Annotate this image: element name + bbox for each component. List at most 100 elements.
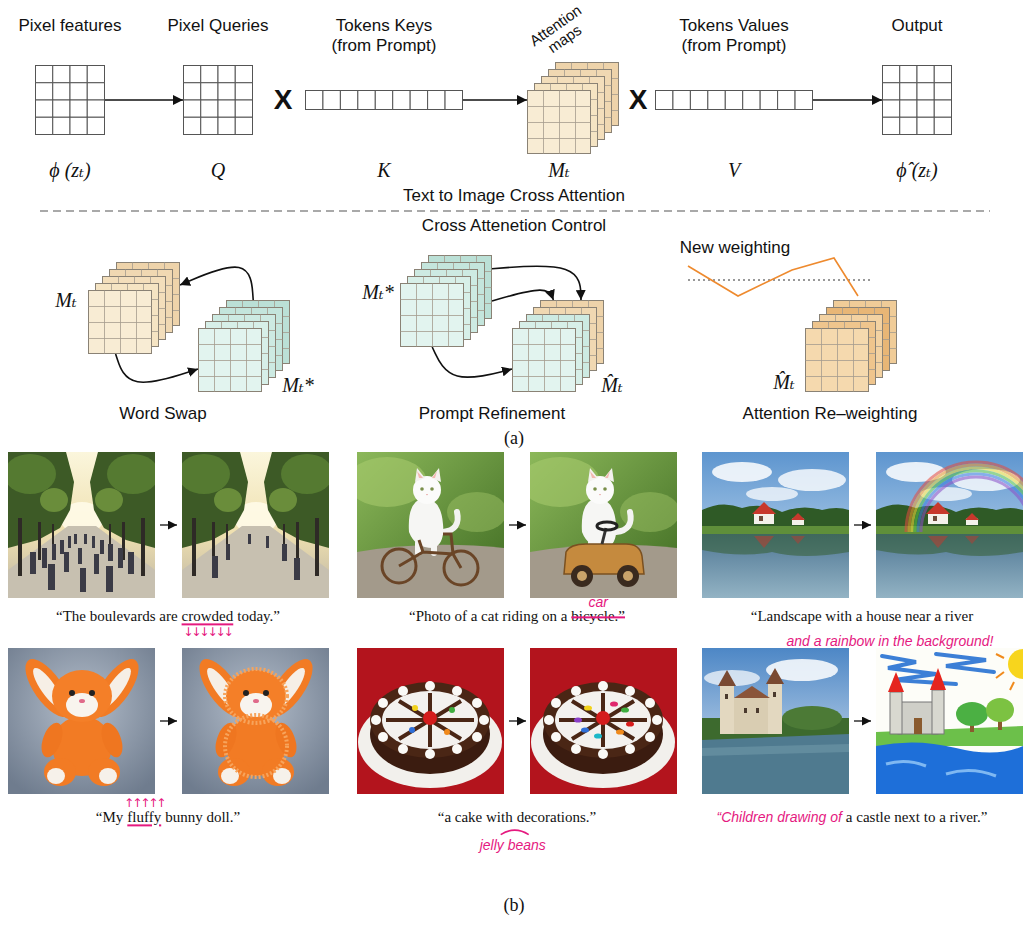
grid-cell (900, 117, 917, 134)
grid-cell (883, 117, 900, 134)
flow-arrow (432, 347, 512, 377)
grid-cell (934, 117, 951, 134)
curve-label: New weighting (680, 238, 791, 258)
token-cell (393, 91, 410, 110)
method-caption: Prompt Refinement (419, 404, 565, 424)
text-holder: Output (891, 16, 942, 36)
token-cell (795, 91, 812, 110)
attention-stack: Attention mapsMₜ (527, 62, 619, 154)
node-heading: Pixel Queries (167, 16, 268, 36)
text-holder: Attention maps (518, 0, 602, 68)
token-cell (673, 91, 690, 110)
edit-annotation: jelly beans (480, 837, 546, 853)
caption-line: “The boulevards arecrowdedtoday.” (56, 608, 280, 625)
label-holder: (b) (504, 895, 525, 916)
node-heading: Tokens Values (from Prompt) (669, 16, 799, 55)
stack-figure (400, 255, 492, 347)
child-drawing (876, 648, 1023, 794)
token-cell (445, 91, 462, 110)
stack-figure (805, 300, 897, 392)
cake-photo (357, 648, 504, 794)
node-heading: Attention maps (518, 0, 602, 68)
attention-map (513, 329, 576, 392)
grid-cell (934, 100, 951, 117)
token-cell (375, 91, 392, 110)
stack-figure (527, 62, 619, 154)
attention-stack: Mₜ (88, 262, 180, 354)
grid-cell (218, 100, 235, 117)
feature-grid: Pixel featuresϕ (zₜ) (35, 65, 105, 135)
text-holder: Mₜ* (362, 281, 394, 303)
stack-figure (88, 262, 180, 354)
math-symbol: Mₜ* (362, 281, 394, 303)
text-holder: V (728, 159, 740, 181)
prompt-text: “Landscape with a house near a river (751, 608, 973, 625)
flow-arrow (463, 99, 527, 101)
grid-cell (53, 66, 70, 83)
attention-stack: M̂ₜ (805, 300, 897, 392)
math-symbol: ϕ̂ (zₜ) (896, 159, 937, 181)
bar-figure (655, 90, 813, 110)
grid-cell (87, 100, 104, 117)
bar-figure (305, 90, 463, 110)
operator-symbol: X (629, 86, 648, 114)
edit-annotation: and a rainbow in the background! (786, 633, 993, 649)
text-holder: Tokens Keys (from Prompt) (319, 16, 449, 55)
prompt-text: “My (96, 809, 124, 826)
text-holder: Tokens Values (from Prompt) (669, 16, 799, 55)
cat-bicycle-photo (357, 452, 504, 598)
token-cell (690, 91, 707, 110)
prompt-word: bicycle.” (571, 608, 625, 625)
token-cell (410, 91, 427, 110)
math-symbol: Q (211, 159, 225, 181)
prompt-word: crowded (182, 608, 234, 625)
prompt-text: a castle next to a river.” (846, 809, 988, 826)
section-title: Text to Image Cross Attention (403, 186, 625, 206)
caption-line: “Myfluffybunny doll.” (96, 809, 240, 826)
grid-cell (184, 117, 201, 134)
label-holder: ↑↑↑↑↑ (124, 797, 164, 809)
grid-cell (36, 66, 53, 83)
node-heading: Pixel features (19, 16, 122, 36)
token-cell (323, 91, 340, 110)
text-holder: Pixel Queries (167, 16, 268, 36)
token-cell (760, 91, 777, 110)
math-symbol: V (728, 159, 740, 181)
label-holder: X (274, 86, 293, 114)
token-cell (428, 91, 445, 110)
token-cell (708, 91, 725, 110)
token-bar: Tokens Values (from Prompt)V (655, 90, 813, 110)
text-holder: ϕ̂ (zₜ) (896, 159, 937, 181)
attention-map (528, 91, 591, 154)
label-holder: and a rainbow in the background! (786, 633, 993, 649)
grid-cell (917, 100, 934, 117)
landscape-rainbow-photo (876, 452, 1023, 598)
section-title: Cross Attenetion Control (422, 216, 606, 236)
caption-line: “Landscape with a house near a river (751, 608, 973, 625)
grid-cell (70, 83, 87, 100)
grid-cell (70, 66, 87, 83)
attention-stack: Mₜ* (198, 300, 290, 392)
castle-photo (702, 648, 849, 794)
label-holder: ↓↓↓↓↓↓ (183, 626, 231, 638)
text-holder: K (377, 159, 390, 181)
prompt-text: “Photo of a cat riding on a (409, 608, 567, 625)
math-symbol: ϕ (zₜ) (49, 159, 90, 181)
flow-arrow (105, 99, 183, 101)
grid-cell (917, 83, 934, 100)
flow-arrow (180, 267, 253, 300)
math-symbol: Mₜ (55, 289, 77, 311)
grid-cell (883, 83, 900, 100)
grid-cell (235, 100, 252, 117)
grid-figure (882, 65, 952, 135)
flow-arrow (813, 99, 882, 101)
caption-line: “Children drawing ofa castle next to a r… (717, 809, 988, 826)
grid-cell (87, 66, 104, 83)
insert-mark (501, 830, 529, 835)
math-symbol: M̂ₜ (601, 374, 623, 396)
output-grid: Outputϕ̂ (zₜ) (882, 65, 952, 135)
label-holder: Cross Attenetion Control (422, 216, 606, 236)
grid-cell (218, 117, 235, 134)
